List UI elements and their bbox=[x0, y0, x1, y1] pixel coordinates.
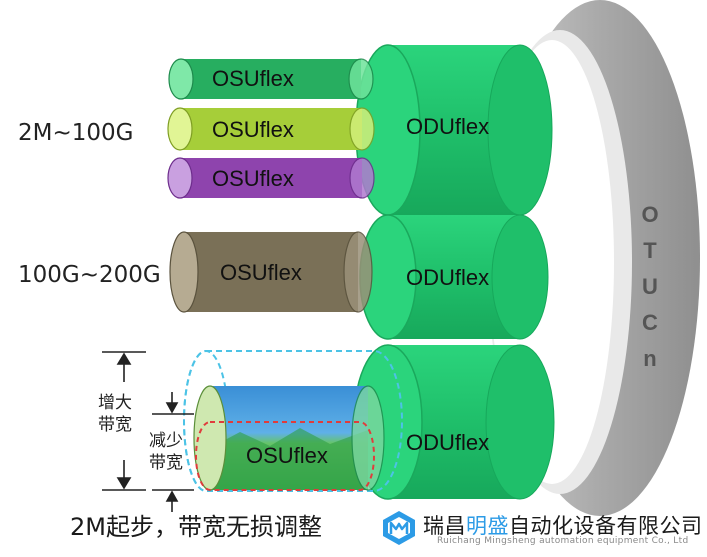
otucn-letter: U bbox=[642, 274, 658, 299]
osuflex-label-4: OSUflex bbox=[220, 260, 302, 285]
company-name-highlight: 明盛 bbox=[466, 514, 509, 538]
decrease-bandwidth-label: 减少带宽 bbox=[149, 431, 183, 473]
company-name-prefix: 瑞昌 bbox=[423, 514, 466, 538]
increase-bandwidth-label: 增大带宽 bbox=[98, 393, 132, 435]
oduflex-cylinder-2 bbox=[359, 214, 549, 340]
osuflex-tube-5 bbox=[183, 350, 403, 492]
osuflex-label-2: OSUflex bbox=[212, 117, 294, 142]
decrease-bandwidth-arrow bbox=[152, 392, 194, 512]
osuflex-tube-3 bbox=[167, 157, 375, 199]
oduflex-label-1: ODUflex bbox=[406, 114, 489, 139]
oduflex-cylinder-3 bbox=[353, 344, 555, 500]
osuflex-tube-2 bbox=[167, 107, 375, 151]
otucn-letter: T bbox=[643, 238, 657, 263]
increase-bandwidth-arrow bbox=[102, 351, 146, 491]
otucn-letter: O bbox=[641, 202, 658, 227]
company-name-english: Ruichang Mingsheng automation equipment … bbox=[437, 536, 689, 546]
otucn-letter: C bbox=[642, 310, 658, 335]
range-label-large: 100G~200G bbox=[18, 262, 161, 288]
company-logo-icon bbox=[383, 511, 415, 545]
oduflex-label-3: ODUflex bbox=[406, 430, 489, 455]
company-name-suffix: 自动化设备有限公司 bbox=[509, 514, 703, 538]
range-label-small: 2M~100G bbox=[18, 120, 134, 146]
company-name: 瑞昌明盛自动化设备有限公司 bbox=[423, 510, 703, 540]
oduflex-label-2: ODUflex bbox=[406, 265, 489, 290]
osuflex-label-1: OSUflex bbox=[212, 66, 294, 91]
osuflex-tube-4 bbox=[169, 231, 373, 313]
caption: 2M起步，带宽无损调整 bbox=[70, 513, 322, 541]
osuflex-label-5: OSUflex bbox=[246, 443, 328, 468]
osuflex-label-3: OSUflex bbox=[212, 166, 294, 191]
otucn-letter: n bbox=[643, 346, 656, 371]
osuflex-tube-1 bbox=[168, 58, 374, 100]
